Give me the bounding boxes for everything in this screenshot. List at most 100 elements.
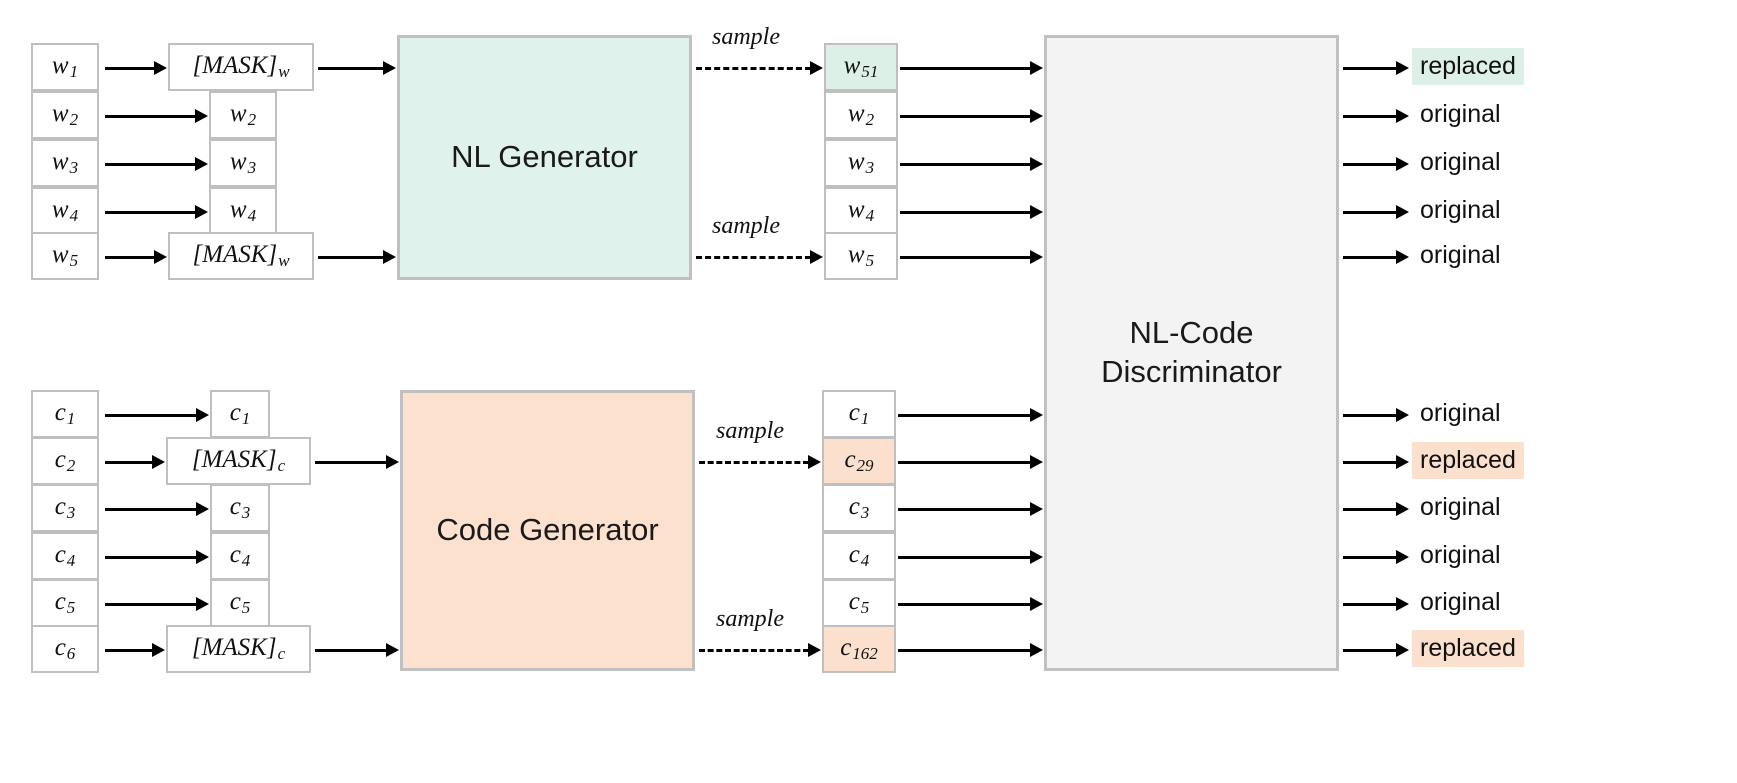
arrow-head-icon xyxy=(1396,157,1409,171)
arrow-head-icon xyxy=(196,408,209,422)
nl-input-token-3: w3 xyxy=(31,139,99,187)
code-arrow-in-4 xyxy=(105,556,197,559)
code-input-token-4: c4 xyxy=(31,532,99,580)
arrow-head-icon xyxy=(1396,205,1409,219)
arrow-head-icon xyxy=(1396,455,1409,469)
code-output-label-3: original xyxy=(1420,493,1501,521)
arrow-head-icon xyxy=(1396,550,1409,564)
nl-arrow-in-4 xyxy=(105,211,196,214)
arrow-head-icon xyxy=(1396,643,1409,657)
token-text: c1 xyxy=(848,398,870,429)
code-arrow-to-disc-3 xyxy=(898,508,1031,511)
nl-arrow-to-generator-1 xyxy=(318,67,384,70)
arrow-head-icon xyxy=(386,643,399,657)
nl-arrow-out-3 xyxy=(1343,163,1397,166)
nl-masked-token-4: w4 xyxy=(209,187,277,235)
nl-masked-token-1: [MASK]w xyxy=(168,43,314,91)
code-arrow-to-disc-4 xyxy=(898,556,1031,559)
nl-generator-box: NL Generator xyxy=(397,35,692,280)
nl-arrow-out-2 xyxy=(1343,115,1397,118)
token-text: [MASK]c xyxy=(191,445,286,476)
code-arrow-out-5 xyxy=(1343,603,1397,606)
arrow-head-icon xyxy=(1030,597,1043,611)
arrow-head-icon xyxy=(1030,109,1043,123)
arrow-head-icon xyxy=(154,61,167,75)
nl-input-token-1: w1 xyxy=(31,43,99,91)
code-arrow-in-1 xyxy=(105,414,197,417)
arrow-head-icon xyxy=(1030,61,1043,75)
code-input-token-1: c1 xyxy=(31,390,99,438)
code-output-label-4: original xyxy=(1420,541,1501,569)
nl-sampled-token-1: w51 xyxy=(824,43,898,91)
token-text: [MASK]c xyxy=(191,633,286,664)
code-input-token-3: c3 xyxy=(31,484,99,532)
code-sampled-token-4: c4 xyxy=(822,532,896,580)
code-masked-token-4: c4 xyxy=(210,532,270,580)
nl-masked-token-2: w2 xyxy=(209,91,277,139)
code-sample-label-1: sample xyxy=(716,418,784,444)
token-text: w1 xyxy=(51,51,79,82)
token-text: c3 xyxy=(54,492,76,523)
arrow-head-icon xyxy=(383,61,396,75)
nl-sampled-token-2: w2 xyxy=(824,91,898,139)
arrow-head-icon xyxy=(1030,502,1043,516)
code-arrow-out-3 xyxy=(1343,508,1397,511)
code-sampled-token-2: c29 xyxy=(822,437,896,485)
code-input-token-5: c5 xyxy=(31,579,99,627)
arrow-head-icon xyxy=(810,250,823,264)
nl-input-token-4: w4 xyxy=(31,187,99,235)
code-generator-box: Code Generator xyxy=(400,390,695,671)
token-text: w51 xyxy=(843,51,879,82)
code-arrow-in-6 xyxy=(105,649,153,652)
code-arrow-in-2 xyxy=(105,461,153,464)
arrow-head-icon xyxy=(1396,408,1409,422)
token-text: w5 xyxy=(51,240,79,271)
arrow-head-icon xyxy=(1396,109,1409,123)
nl-output-label-1: replaced xyxy=(1412,48,1524,85)
code-arrow-to-generator-1 xyxy=(315,461,387,464)
arrow-head-icon xyxy=(152,455,165,469)
nl-arrow-to-disc-4 xyxy=(900,211,1031,214)
code-sample-arrow-2 xyxy=(699,649,809,652)
token-text: c6 xyxy=(54,633,76,664)
arrow-head-icon xyxy=(383,250,396,264)
code-masked-token-2: [MASK]c xyxy=(166,437,311,485)
nl-sample-label-2: sample xyxy=(712,213,780,239)
arrow-head-icon xyxy=(1030,455,1043,469)
token-text: w3 xyxy=(229,147,257,178)
token-text: c29 xyxy=(844,445,874,476)
code-sampled-token-6: c162 xyxy=(822,625,896,673)
token-text: c1 xyxy=(54,398,76,429)
nl-output-label-3: original xyxy=(1420,148,1501,176)
nl-sampled-token-5: w5 xyxy=(824,232,898,280)
arrow-head-icon xyxy=(196,502,209,516)
token-text: w4 xyxy=(51,195,79,226)
nl-arrow-to-disc-1 xyxy=(900,67,1031,70)
code-generator-box-label: Code Generator xyxy=(436,512,659,548)
nl-arrow-out-1 xyxy=(1343,67,1397,70)
nl-sampled-token-3: w3 xyxy=(824,139,898,187)
arrow-head-icon xyxy=(1030,408,1043,422)
nl-arrow-to-disc-2 xyxy=(900,115,1031,118)
token-text: c1 xyxy=(229,398,251,429)
arrow-head-icon xyxy=(1030,250,1043,264)
token-text: c4 xyxy=(848,540,870,571)
arrow-head-icon xyxy=(154,250,167,264)
code-output-label-5: original xyxy=(1420,588,1501,616)
arrow-head-icon xyxy=(386,455,399,469)
token-text: w2 xyxy=(229,99,257,130)
code-masked-token-1: c1 xyxy=(210,390,270,438)
arrow-head-icon xyxy=(1396,250,1409,264)
code-arrow-in-5 xyxy=(105,603,197,606)
nl-output-label-5: original xyxy=(1420,241,1501,269)
nl-arrow-in-2 xyxy=(105,115,196,118)
nl-arrow-in-5 xyxy=(105,256,155,259)
arrow-head-icon xyxy=(1030,643,1043,657)
code-arrow-to-disc-2 xyxy=(898,461,1031,464)
arrow-head-icon xyxy=(1396,502,1409,516)
arrow-head-icon xyxy=(195,205,208,219)
token-text: w2 xyxy=(51,99,79,130)
code-output-label-6: replaced xyxy=(1412,630,1524,667)
token-text: w3 xyxy=(847,147,875,178)
